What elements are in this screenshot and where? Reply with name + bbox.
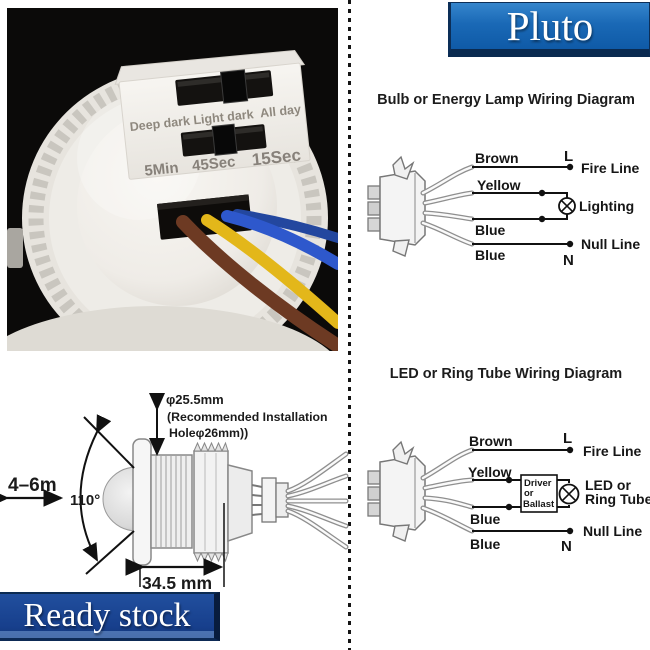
connector-fan-wires [420, 164, 475, 247]
wire2-label: Yellow [477, 177, 521, 193]
connector-fan-wires [420, 447, 475, 534]
led-label-line2: Ring Tube [585, 491, 650, 507]
driver-box-line3: Ballast [523, 499, 555, 510]
bulb-wiring-diagram: Brown L Fire Line Yellow Lighting Blue N… [367, 148, 640, 269]
live-terminal: L [564, 148, 573, 165]
stock-banner-text: Ready stock [23, 597, 191, 634]
led-label-line1: LED or [585, 477, 631, 493]
lighting-label: Lighting [579, 198, 634, 214]
lead-wires [251, 484, 263, 516]
yellow-wire [201, 214, 338, 329]
lamp-icon [558, 197, 576, 215]
lamp-icon [558, 483, 580, 505]
led-wiring-diagram: Driver or Ballast Brown L Fire Line Yell… [367, 430, 650, 555]
wire4-label: Blue [475, 247, 506, 263]
live-terminal: L [563, 430, 572, 447]
switch-panel: Deep dark Light dark All day 5Min 45Sec … [114, 49, 311, 180]
lower-housing [7, 306, 330, 351]
brand-logo-text: Pluto [506, 2, 594, 49]
circuit-lines [472, 163, 574, 248]
hole-note-line2: Holeφ26mm)) [169, 426, 248, 440]
null-line-label: Null Line [581, 236, 640, 252]
brand-banner: Pluto [448, 2, 650, 57]
lock-nut [193, 441, 229, 563]
neutral-terminal: N [561, 538, 572, 555]
time-switch-labels: 5Min 45Sec 15Sec [144, 145, 302, 179]
angle-label: 110° [70, 492, 100, 509]
mini-connector [261, 477, 277, 523]
brown-wire [176, 215, 338, 351]
time-slide-switch [180, 123, 267, 157]
neutral-terminal: N [563, 252, 574, 269]
angle-annotation: 110° [70, 414, 135, 575]
driver-box-line2: or [524, 488, 534, 499]
time-switch-knob [211, 123, 238, 156]
sensor-side-view [102, 438, 349, 566]
wire2-label: Yellow [468, 464, 512, 480]
flange [132, 438, 152, 566]
length-label: 34.5 mm [142, 573, 212, 593]
fire-line-label: Fire Line [583, 443, 642, 459]
driver-box-line1: Driver [524, 478, 552, 489]
driver-ballast-box: Driver or Ballast [520, 474, 558, 513]
mode-label-light-dark: Light dark [193, 107, 255, 127]
diameter-label: φ25.5mm [166, 392, 224, 407]
connector-plug [367, 156, 426, 257]
bulb-diagram-title: Bulb or Energy Lamp Wiring Diagram [377, 92, 635, 108]
wire3-label: Blue [475, 222, 506, 238]
mode-switch-labels: Deep dark Light dark All day [129, 102, 302, 134]
time-label-5min: 5Min [144, 159, 180, 179]
dimension-drawing: φ25.5mm (Recommended Installation Holeφ2… [0, 392, 349, 593]
mode-switch-knob [219, 69, 249, 104]
blue-wire-2 [232, 209, 338, 243]
circuit-lines [472, 446, 574, 535]
connector-plug [367, 441, 426, 542]
threaded-tube [150, 454, 193, 549]
dotted-divider [348, 0, 351, 650]
wire3-label: Blue [470, 511, 501, 527]
fanned-wires [285, 451, 349, 550]
mode-label-deep-dark: Deep dark [129, 114, 191, 134]
null-line-label: Null Line [583, 523, 642, 539]
mode-slide-switch [175, 69, 274, 106]
mounting-tab [7, 228, 23, 268]
range-label: 4–6m [8, 475, 57, 496]
wire4-label: Blue [470, 536, 501, 552]
mode-label-all-day: All day [259, 102, 301, 120]
time-label-45sec: 45Sec [191, 153, 236, 174]
wire1-label: Brown [475, 150, 519, 166]
wire1-label: Brown [469, 433, 513, 449]
rear-body [227, 464, 253, 543]
hole-note-line1: (Recommended Installation [167, 410, 328, 424]
wires [176, 209, 338, 351]
fire-line-label: Fire Line [581, 160, 640, 176]
blue-wire [221, 210, 338, 270]
length-annotation: 34.5 mm [125, 503, 225, 593]
product-photo: Deep dark Light dark All day 5Min 45Sec … [7, 8, 338, 351]
stock-banner: Ready stock [0, 592, 220, 641]
led-diagram-title: LED or Ring Tube Wiring Diagram [389, 366, 623, 382]
